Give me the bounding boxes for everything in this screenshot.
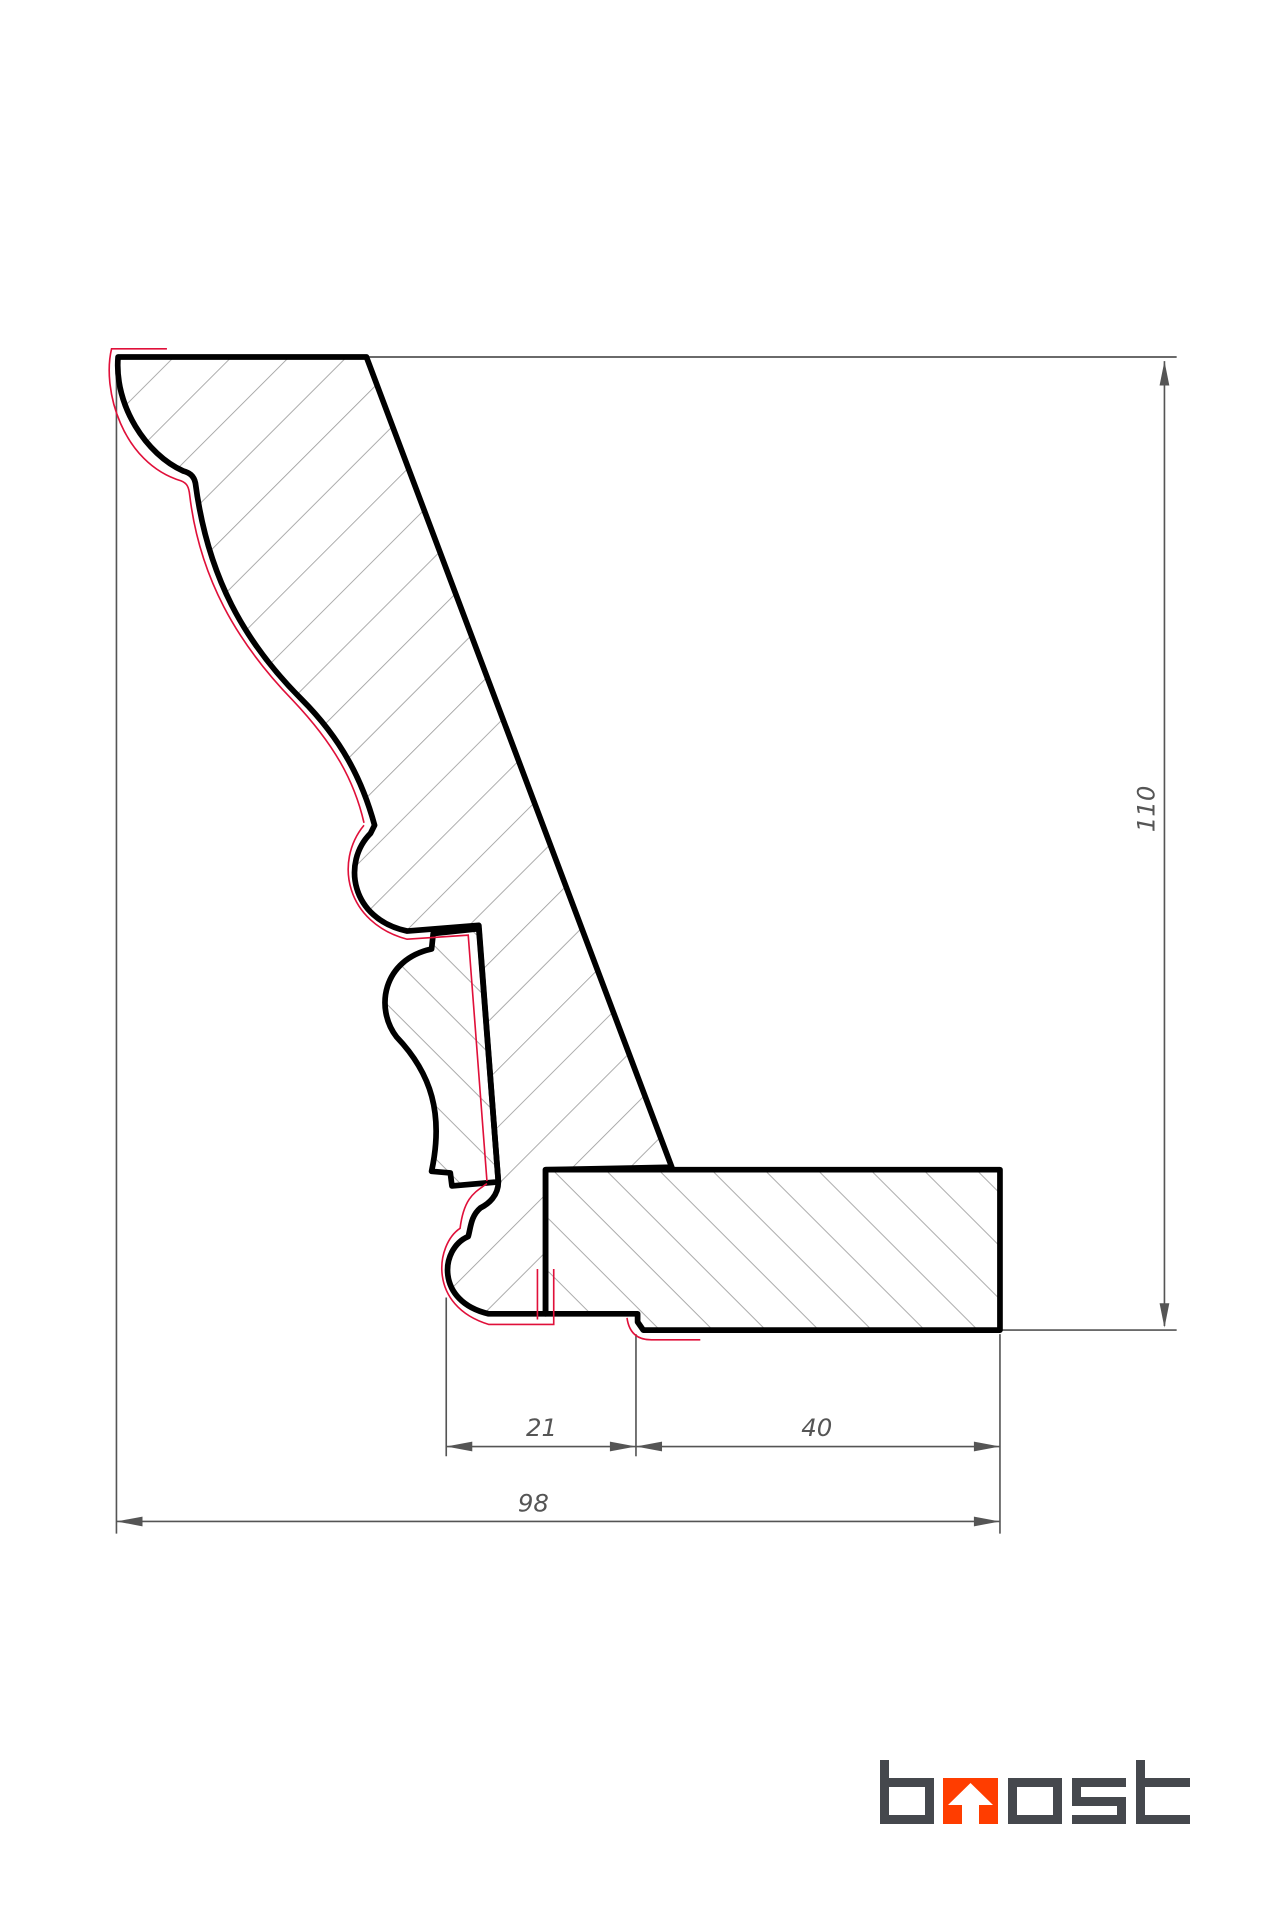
base-board xyxy=(542,1166,1003,1333)
dimension-40-label: 40 xyxy=(801,1413,832,1442)
moulding-insert xyxy=(382,925,502,1189)
dimension-height-label: 110 xyxy=(1132,786,1161,833)
trim-lines xyxy=(108,348,701,1341)
dimension-21-label: 21 xyxy=(526,1413,557,1442)
dimension-lines xyxy=(115,356,1177,1534)
dimension-98-label: 98 xyxy=(518,1489,549,1518)
moulding-body xyxy=(114,354,675,1317)
dimension-arrows xyxy=(116,361,1170,1527)
boost-logo xyxy=(880,1760,1190,1824)
